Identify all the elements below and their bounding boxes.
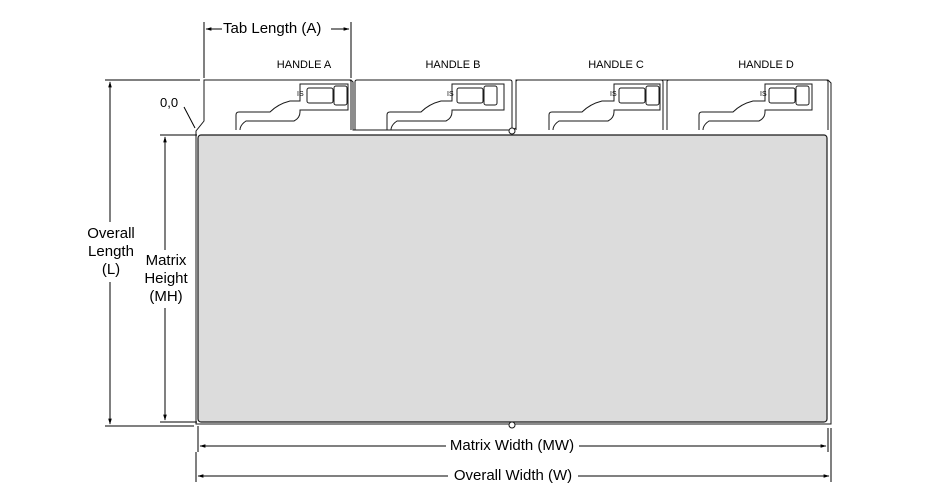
matrix-height-label-line3: (MH): [149, 288, 183, 305]
overall-length-label-line3: (L): [101, 261, 121, 278]
overall-length-label-line2: Length: [88, 243, 134, 260]
handle-d-label: HANDLE D: [738, 59, 794, 71]
handle-a-label: HANDLE A: [276, 59, 332, 71]
handle-tab-a: [204, 79, 352, 130]
handle-window-d: [768, 87, 796, 104]
origin-label: 0,0: [160, 95, 179, 110]
handle-window-d2: [795, 85, 810, 106]
handle-tabs: [204, 79, 829, 130]
matrix-height-dimension: [160, 134, 197, 423]
matrix-width-label: Matrix Width (MW): [449, 437, 575, 455]
handle-slot-c: [548, 83, 661, 131]
tab-length-dimension: [203, 22, 352, 78]
overall-length-label: Overall Length (L): [82, 225, 140, 279]
origin-leader: [183, 106, 196, 129]
handle-slot-d: [698, 83, 813, 131]
handle-b-label: HANDLE B: [425, 59, 481, 71]
matrix-notch-bottom: [508, 421, 516, 429]
handle-a-tab-text: IS: [297, 91, 304, 98]
handle-window-a: [306, 87, 334, 104]
handle-tab-c: [515, 79, 664, 130]
matrix-area: [197, 134, 828, 423]
handle-slots: [235, 83, 813, 131]
handle-tab-b: [354, 79, 513, 130]
matrix-height-label-line2: Height: [144, 270, 188, 287]
matrix-height-label-line1: Matrix: [145, 252, 187, 269]
handle-windows: [306, 85, 810, 106]
overall-width-label: Overall Width (W): [453, 467, 573, 485]
handle-c-tab-text: IS: [610, 91, 617, 98]
handle-slot-a: [235, 83, 349, 131]
handle-tab-d: [666, 79, 829, 130]
overall-width-dimension: [195, 428, 832, 482]
handle-window-c: [618, 87, 646, 104]
handle-window-b: [456, 87, 484, 104]
matrix-notch-top: [508, 127, 516, 135]
handle-c-label: HANDLE C: [588, 59, 644, 71]
overall-length-label-line1: Overall: [87, 225, 135, 242]
overall-length-dimension: [105, 79, 200, 427]
matrix-width-dimension: [197, 426, 829, 452]
handle-window-a2: [333, 85, 348, 106]
handle-window-c2: [645, 85, 660, 106]
handle-slot-b: [386, 83, 505, 131]
handle-d-tab-text: IS: [760, 91, 767, 98]
handle-b-tab-text: IS: [447, 91, 454, 98]
handle-window-b2: [483, 85, 498, 106]
matrix-height-label: Matrix Height (MH): [140, 252, 192, 306]
tab-length-label: Tab Length (A): [223, 20, 322, 38]
